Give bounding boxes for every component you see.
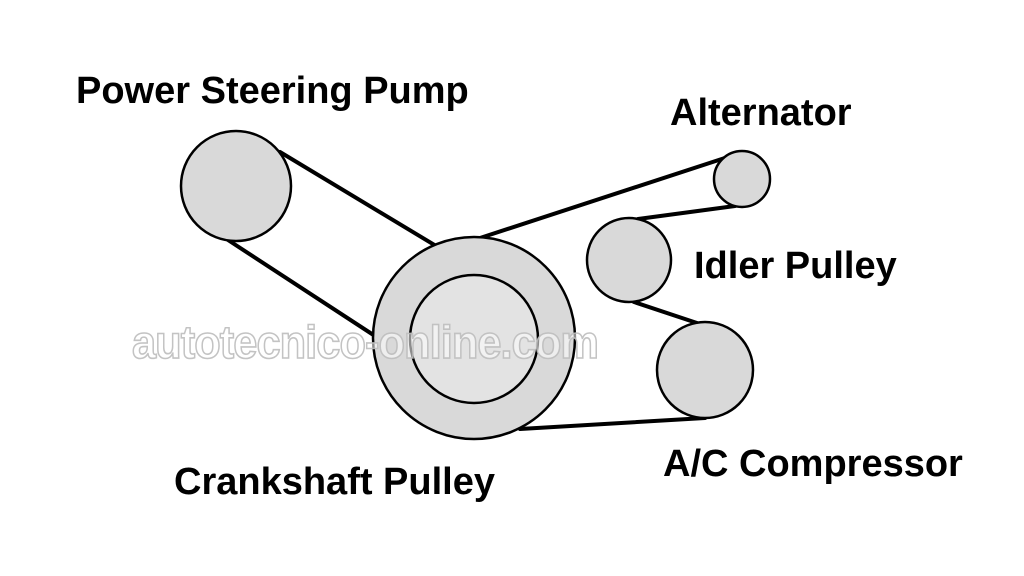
idler-pulley [585, 216, 673, 304]
belt-segment-crank-to-alternator [478, 153, 736, 240]
label-power-steering-pump: Power Steering Pump [76, 70, 469, 112]
power-steering-pump-pulley [179, 129, 293, 243]
label-alternator: Alternator [670, 92, 852, 134]
ac-compressor-pulley [655, 320, 755, 420]
label-ac-compressor: A/C Compressor [663, 443, 963, 485]
watermark-text: autotecnico-online.com [132, 316, 598, 368]
label-crankshaft-pulley: Crankshaft Pulley [174, 461, 495, 503]
belt-segment-ac-to-crank [518, 416, 707, 431]
belt-segment-idler-to-ac [632, 300, 699, 325]
crankshaft-pulley-inner [408, 273, 540, 405]
label-idler-pulley: Idler Pulley [694, 245, 897, 287]
alternator-pulley [712, 149, 772, 209]
belt-segment-alternator-to-idler [636, 204, 737, 221]
